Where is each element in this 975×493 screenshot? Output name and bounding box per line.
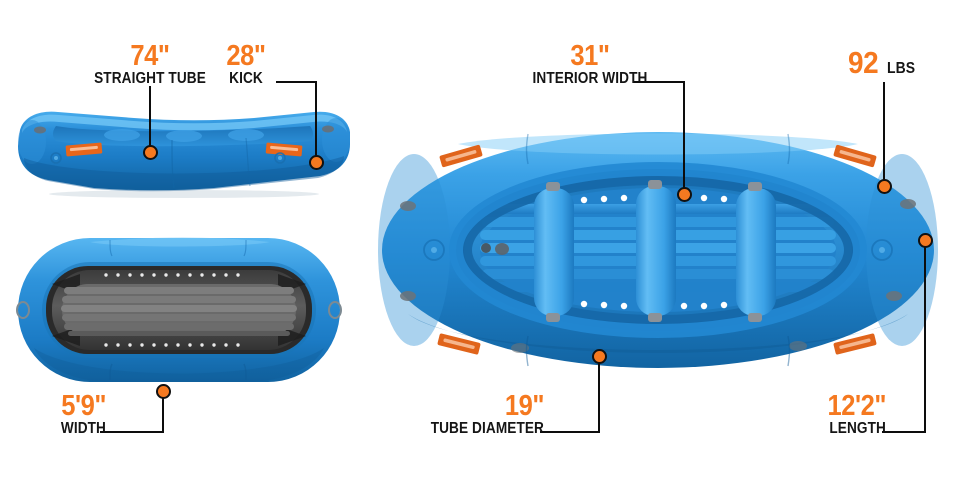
- leader-width-v: [162, 391, 164, 432]
- dot-width[interactable]: [156, 384, 171, 399]
- callout-interior-width-value: 31": [570, 40, 610, 72]
- callout-interior-width-label: INTERIOR WIDTH: [532, 70, 648, 87]
- callout-tube-diameter-value: 19": [504, 390, 545, 422]
- callout-length-value: 12'2": [827, 390, 886, 422]
- leader-tube-diameter-v: [598, 356, 600, 432]
- dot-kick[interactable]: [309, 155, 324, 170]
- leader-kick-h: [276, 81, 317, 83]
- callout-straight-tube: 74" STRAIGHT TUBE: [46, 40, 254, 88]
- callout-weight-value: 92: [848, 45, 879, 80]
- raft-top-view: [378, 128, 938, 373]
- raft-bottom-view: [14, 232, 344, 392]
- dot-interior-width[interactable]: [677, 187, 692, 202]
- callout-kick: 28" KICK: [198, 40, 294, 88]
- leader-weight: [883, 82, 885, 186]
- thwart: [636, 180, 676, 322]
- callout-width: 5'9" WIDTH: [10, 390, 107, 438]
- brand-patch: [265, 142, 303, 157]
- brand-patch: [833, 333, 877, 355]
- callout-kick-value: 28": [226, 40, 266, 72]
- callout-kick-label: KICK: [229, 70, 263, 87]
- callout-straight-tube-value: 74": [130, 40, 170, 72]
- callout-length-label: LENGTH: [829, 420, 886, 437]
- brand-patch: [833, 144, 877, 168]
- callout-straight-tube-label: STRAIGHT TUBE: [94, 70, 206, 87]
- raft-side-view: [14, 100, 354, 200]
- dot-straight-tube[interactable]: [143, 145, 158, 160]
- dot-length[interactable]: [918, 233, 933, 248]
- brand-patch: [437, 333, 481, 355]
- dot-weight[interactable]: [877, 179, 892, 194]
- leader-width-h: [100, 431, 164, 433]
- callout-tube-diameter: 19" TUBE DIAMETER: [400, 390, 545, 438]
- brand-patch: [439, 144, 483, 168]
- leader-length-h: [882, 431, 926, 433]
- dot-tube-diameter[interactable]: [592, 349, 607, 364]
- callout-interior-width: 31" INTERIOR WIDTH: [500, 40, 680, 88]
- leader-straight-tube: [149, 86, 151, 152]
- callout-width-label: WIDTH: [60, 420, 106, 437]
- thwart: [736, 182, 776, 322]
- callout-weight-label: LBS: [887, 60, 916, 77]
- leader-interior-width-v: [683, 81, 685, 194]
- callout-width-value: 5'9": [61, 390, 106, 422]
- leader-length-v: [924, 240, 926, 432]
- brand-patch: [65, 142, 103, 157]
- thwart: [534, 182, 574, 322]
- leader-kick-v: [315, 81, 317, 162]
- callout-tube-diameter-label: TUBE DIAMETER: [430, 420, 544, 437]
- callout-weight: 92 LBS: [848, 45, 919, 80]
- leader-tube-diameter-h: [540, 431, 600, 433]
- callout-length: 12'2" LENGTH: [790, 390, 886, 438]
- leader-interior-width-h: [634, 81, 685, 83]
